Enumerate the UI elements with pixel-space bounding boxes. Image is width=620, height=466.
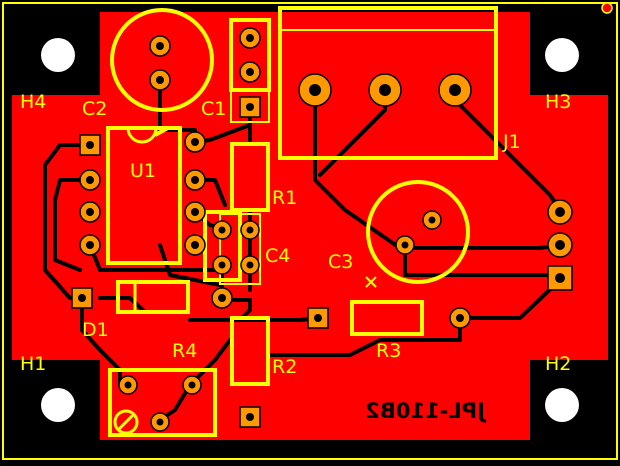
label-h3: H3	[545, 91, 571, 113]
label-h2: H2	[545, 353, 571, 375]
c3-outline	[366, 180, 470, 284]
trace-u1-left	[53, 178, 92, 272]
label-r4: R4	[172, 340, 197, 362]
label-r2: R2	[272, 356, 297, 378]
trace-r3-right	[458, 278, 562, 320]
board-outline	[2, 2, 618, 460]
pot-wiper-line	[116, 412, 136, 432]
mounting-hole-h3	[545, 38, 579, 72]
c1-small-outline	[230, 89, 270, 123]
pot-outline	[108, 368, 217, 437]
r2-outline	[230, 316, 270, 386]
label-h4: H4	[20, 91, 46, 113]
c2-outline	[110, 8, 214, 112]
label-c2: C2	[82, 98, 107, 120]
pads	[71, 27, 573, 432]
drill-holes	[78, 34, 565, 426]
c3-polarity-mark	[365, 276, 377, 288]
trace-d1	[80, 296, 122, 387]
mounting-hole-h4	[41, 38, 75, 72]
mounting-hole-h2	[545, 388, 579, 422]
r1-outline	[230, 142, 270, 212]
u1-outline	[106, 126, 182, 265]
label-j1: J1	[502, 131, 521, 153]
trace-r2-r3	[268, 316, 462, 357]
d1-outline	[116, 280, 190, 314]
silkscreen	[106, 6, 498, 437]
label-c1: C1	[201, 98, 226, 120]
label-r3: R3	[376, 340, 401, 362]
c4-pads-outline	[219, 213, 261, 285]
mounting-hole-h1	[41, 388, 75, 422]
u1-notch	[126, 127, 158, 144]
label-c4: C4	[265, 245, 290, 267]
corner-pad	[601, 2, 613, 14]
label-h1: H1	[20, 353, 46, 375]
label-r1: R1	[272, 187, 297, 209]
label-c3: C3	[328, 251, 353, 273]
board-code-mirrored: JPL-110B2	[365, 399, 487, 423]
label-u1: U1	[130, 160, 156, 182]
pot-wiper	[113, 409, 139, 435]
trace-c3	[403, 243, 562, 277]
r3-outline	[350, 300, 424, 336]
label-d1: D1	[82, 319, 109, 341]
j1-outline	[278, 6, 498, 160]
trace-gnd-rail	[313, 88, 562, 250]
